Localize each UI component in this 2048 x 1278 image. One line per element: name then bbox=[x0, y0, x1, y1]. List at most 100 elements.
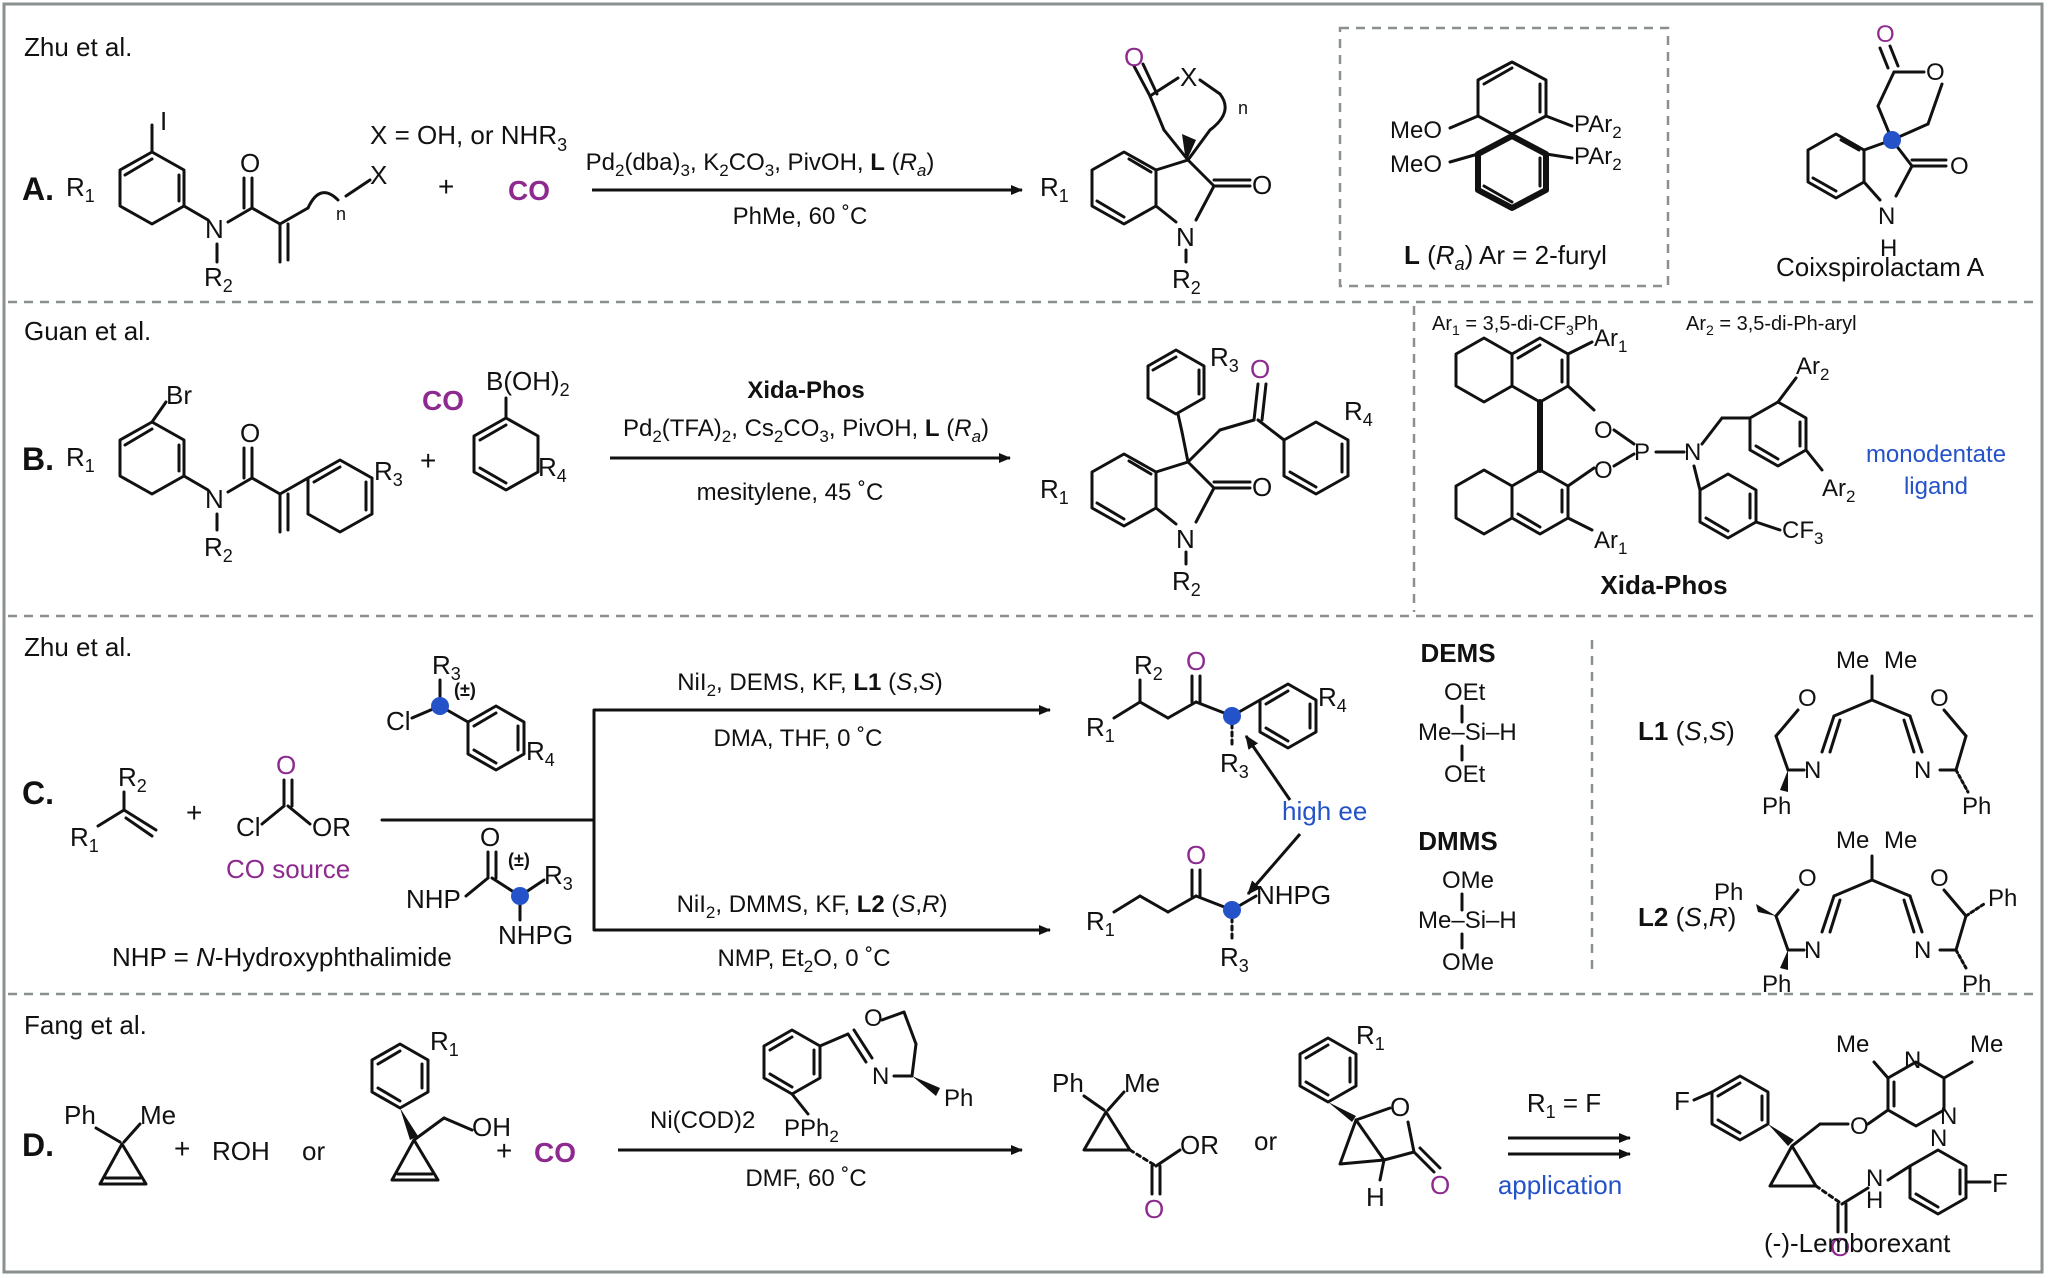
svg-text:R1: R1 bbox=[1040, 172, 1069, 206]
plus-d1: + bbox=[174, 1133, 190, 1164]
svg-text:R2: R2 bbox=[1172, 566, 1201, 600]
svg-text:O: O bbox=[1850, 1113, 1869, 1140]
product-d-ester: Ph Me OR O bbox=[1052, 1068, 1219, 1224]
svg-text:X: X bbox=[370, 160, 387, 190]
svg-text:Ph: Ph bbox=[1052, 1068, 1084, 1098]
product-d-lactone: R1 O O H bbox=[1298, 1020, 1450, 1212]
svg-text:N: N bbox=[1176, 222, 1195, 252]
svg-text:Me–Si–H: Me–Si–H bbox=[1418, 907, 1517, 934]
section-c-author: Zhu et al. bbox=[24, 632, 132, 662]
svg-text:R4: R4 bbox=[1344, 396, 1373, 430]
svg-text:NHPG: NHPG bbox=[498, 920, 573, 950]
conditions-d-top: Ni(COD)2 bbox=[650, 1107, 755, 1134]
svg-text:MeO: MeO bbox=[1390, 117, 1442, 144]
l1-label: L1 (S,S) bbox=[1638, 716, 1735, 746]
conditions-d-bottom: DMF, 60 ˚C bbox=[745, 1165, 866, 1192]
section-d-author: Fang et al. bbox=[24, 1010, 147, 1040]
l2-structure: Me Me O N Ph Ph O N Ph Ph bbox=[1714, 827, 2017, 998]
dems-label: DEMS bbox=[1420, 638, 1495, 668]
svg-text:R1: R1 bbox=[430, 1026, 459, 1060]
svg-text:OEt: OEt bbox=[1444, 761, 1486, 788]
svg-text:H: H bbox=[1366, 1182, 1385, 1212]
substrate-b: Br R1 N R2 O R3 bbox=[66, 380, 403, 566]
svg-text:N: N bbox=[1878, 203, 1895, 230]
coixspirolactam-a-structure: N H O O O bbox=[1806, 21, 1969, 262]
svg-text:I: I bbox=[160, 106, 167, 136]
dems-structure: OEt Me–Si–H OEt bbox=[1418, 679, 1517, 788]
svg-text:Me: Me bbox=[1836, 827, 1869, 854]
monodentate-note-line2: ligand bbox=[1904, 473, 1968, 500]
svg-text:O: O bbox=[276, 750, 296, 780]
svg-text:OMe: OMe bbox=[1442, 867, 1494, 894]
cyclopropenyl-alcohol-d: R1 OH bbox=[370, 1026, 511, 1182]
svg-text:F: F bbox=[1674, 1086, 1690, 1116]
coixspirolactam-a-label: Coixspirolactam A bbox=[1776, 252, 1985, 282]
conditions-c1-bottom: DMA, THF, 0 ˚C bbox=[714, 725, 883, 752]
svg-text:O: O bbox=[1930, 685, 1949, 712]
lemborexant-label: (-)-Lemborexant bbox=[1764, 1228, 1951, 1258]
svg-text:PAr2: PAr2 bbox=[1574, 111, 1622, 142]
svg-text:Br: Br bbox=[166, 380, 192, 410]
roh-label: ROH bbox=[212, 1136, 270, 1166]
conditions-a-bottom: PhMe, 60 ˚C bbox=[733, 203, 868, 230]
svg-text:N: N bbox=[1684, 439, 1701, 466]
section-a: Zhu et al. A. I R1 N R2 O n X bbox=[22, 21, 1985, 298]
svg-text:R4: R4 bbox=[526, 736, 555, 770]
svg-text:Cl: Cl bbox=[236, 812, 261, 842]
boronic-acid-b: B(OH)2 R4 bbox=[472, 366, 570, 492]
svg-text:R3: R3 bbox=[1220, 748, 1249, 782]
co-b: CO bbox=[422, 385, 464, 416]
svg-text:O: O bbox=[1798, 685, 1817, 712]
section-b-label: B. bbox=[22, 441, 54, 477]
high-ee-label: high ee bbox=[1282, 796, 1367, 826]
svg-text:O: O bbox=[480, 822, 500, 852]
svg-text:n: n bbox=[336, 204, 346, 224]
svg-text:n: n bbox=[1238, 98, 1248, 118]
ar1-definition: Ar1 = 3,5-di-CF3Ph bbox=[1432, 313, 1598, 338]
svg-text:PPh2: PPh2 bbox=[784, 1115, 839, 1146]
svg-text:Me: Me bbox=[1836, 647, 1869, 674]
co-d: CO bbox=[534, 1137, 576, 1168]
high-ee-arrow-up bbox=[1244, 735, 1292, 801]
cyclopropene-d: Ph Me bbox=[64, 1100, 176, 1186]
svg-text:X: X bbox=[1180, 62, 1197, 92]
svg-text:Ph: Ph bbox=[944, 1085, 973, 1112]
svg-text:N: N bbox=[1914, 937, 1931, 964]
or-d2: or bbox=[1254, 1126, 1277, 1156]
conditions-c2-bottom: NMP, Et2O, 0 ˚C bbox=[717, 945, 890, 976]
svg-text:N: N bbox=[1804, 937, 1821, 964]
benzyl-chloride-c: Cl R3 (±) R4 bbox=[386, 650, 555, 772]
svg-text:Ph: Ph bbox=[1988, 885, 2017, 912]
svg-text:MeO: MeO bbox=[1390, 151, 1442, 178]
product-c1: R1 R2 O R4 R3 bbox=[1086, 646, 1347, 782]
svg-text:R1: R1 bbox=[1356, 1020, 1385, 1054]
svg-text:N: N bbox=[1904, 1047, 1921, 1074]
ar2-definition: Ar2 = 3,5-di-Ph-aryl bbox=[1686, 313, 1857, 338]
svg-text:N: N bbox=[1866, 1165, 1883, 1192]
svg-text:Me: Me bbox=[1124, 1068, 1160, 1098]
conditions-b-bottom: mesitylene, 45 ˚C bbox=[697, 479, 884, 506]
product-b: R1 N R2 O R3 O R4 bbox=[1040, 342, 1373, 600]
svg-text:N: N bbox=[1804, 757, 1821, 784]
x-definition: X = OH, or NHR3 bbox=[370, 120, 567, 155]
svg-text:R3: R3 bbox=[1220, 942, 1249, 976]
svg-text:Ph: Ph bbox=[64, 1100, 96, 1130]
svg-text:R1: R1 bbox=[1086, 712, 1115, 746]
phox-ligand-d: O N Ph PPh2 bbox=[762, 1005, 973, 1146]
plus-a: + bbox=[438, 171, 454, 202]
svg-text:R4: R4 bbox=[1318, 682, 1347, 716]
co-a: CO bbox=[508, 175, 550, 206]
svg-text:O: O bbox=[1390, 1092, 1410, 1122]
svg-text:O: O bbox=[1144, 1194, 1164, 1224]
plus-c: + bbox=[186, 797, 202, 828]
svg-text:O: O bbox=[1930, 865, 1949, 892]
svg-text:R3: R3 bbox=[544, 860, 573, 894]
conditions-b-top: Pd2(TFA)2, Cs2CO3, PivOH, L (Ra) bbox=[623, 415, 989, 446]
dmms-structure: OMe Me–Si–H OMe bbox=[1418, 867, 1517, 976]
svg-text:Me: Me bbox=[140, 1100, 176, 1130]
svg-text:R2: R2 bbox=[204, 532, 233, 566]
svg-text:F: F bbox=[1992, 1168, 2008, 1198]
svg-text:OEt: OEt bbox=[1444, 679, 1486, 706]
